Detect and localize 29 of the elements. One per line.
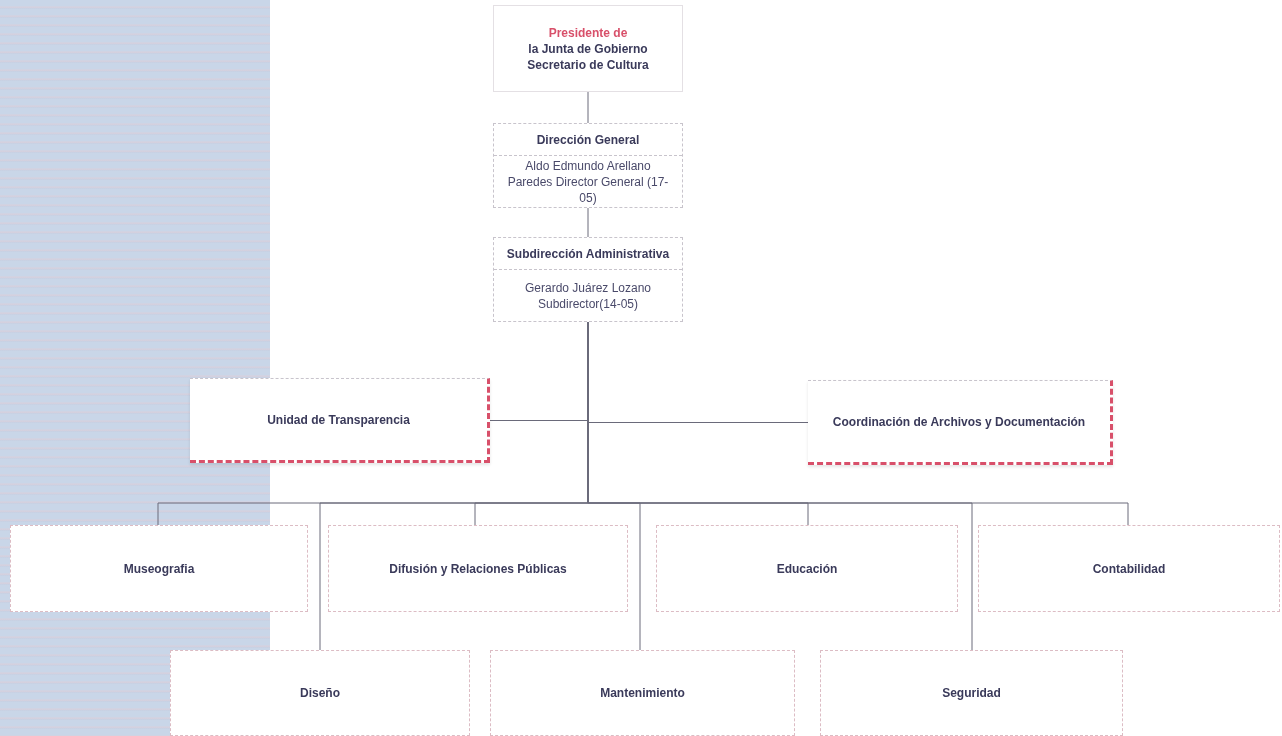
box-title: Unidad de Transparencia xyxy=(267,411,410,428)
staff-box xyxy=(190,378,490,463)
box-title: la Junta de Gobierno Secretario de Cultura xyxy=(526,40,650,73)
org-box xyxy=(493,123,683,208)
department-box xyxy=(10,525,308,612)
connector-line xyxy=(587,91,589,124)
box-title: Mantenimiento xyxy=(600,685,685,701)
box-title: Educación xyxy=(776,560,838,577)
box-title: Coordinación de Archivos y Documentación xyxy=(832,413,1086,430)
department-box xyxy=(820,650,1123,736)
staff-box xyxy=(808,380,1113,465)
box-title: Diseño xyxy=(300,685,340,701)
box-title: Subdirección Administrativa xyxy=(506,245,670,262)
box-heading: Presidente de xyxy=(548,24,628,41)
department-box xyxy=(978,525,1280,612)
department-box xyxy=(170,650,470,736)
box-title: Museografia xyxy=(123,560,195,577)
person-name-text: Gerardo Juárez Lozano Subdirector(14-05) xyxy=(523,279,653,312)
person-name-text: Aldo Edmundo Arellano Paredes Director General (17-05) xyxy=(506,157,670,206)
department-box xyxy=(656,525,958,612)
org-box xyxy=(493,5,683,92)
department-box xyxy=(328,525,628,612)
connector-line xyxy=(587,207,589,238)
department-box xyxy=(490,650,795,736)
box-title: Contabilidad xyxy=(1092,560,1166,577)
box-title: Difusión y Relaciones Públicas xyxy=(389,560,567,577)
box-title: Seguridad xyxy=(942,685,1001,701)
box-title: Dirección General xyxy=(536,131,640,148)
org-box xyxy=(493,237,683,322)
